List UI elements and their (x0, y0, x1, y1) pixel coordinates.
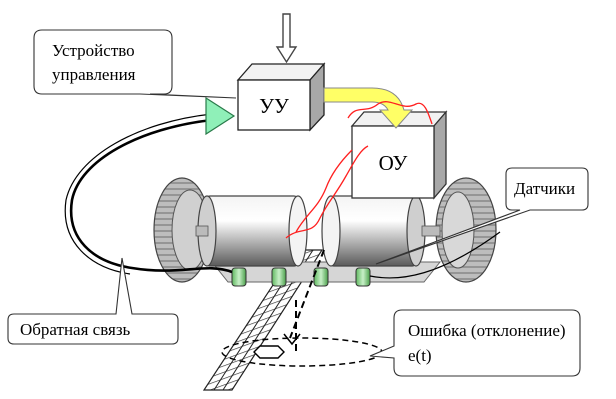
callout-error: Ошибка (отклонение) e(t) (369, 309, 581, 377)
sensor (231, 267, 247, 287)
left-motor (195, 195, 308, 267)
disturbance-lines (285, 101, 433, 239)
object-box: ОУ (350, 110, 448, 200)
object-box-label: ОУ (379, 151, 408, 175)
sensor (355, 267, 371, 287)
sensor (271, 267, 287, 287)
callout-error-line2: e(t) (408, 346, 432, 365)
right-motor (321, 195, 441, 267)
controller-box: УУ (236, 62, 326, 132)
callout-sensors-label: Датчики (514, 179, 575, 198)
callout-control-device-line2: управления (52, 65, 136, 84)
callout-control-device: Устройство управления (33, 29, 237, 99)
signal-arrow-icon (323, 87, 414, 129)
callout-control-device-line1: Устройство (52, 41, 135, 60)
controller-box-label: УУ (259, 94, 289, 118)
callout-feedback-label: Обратная связь (20, 320, 131, 339)
callout-sensors: Датчики (375, 167, 589, 265)
callout-error-line1: Ошибка (отклонение) (408, 321, 566, 340)
callout-feedback: Обратная связь (7, 257, 179, 345)
feedback-loop (64, 113, 501, 279)
feedback-arrow-icon (205, 96, 236, 136)
input-arrow-icon (275, 13, 298, 64)
